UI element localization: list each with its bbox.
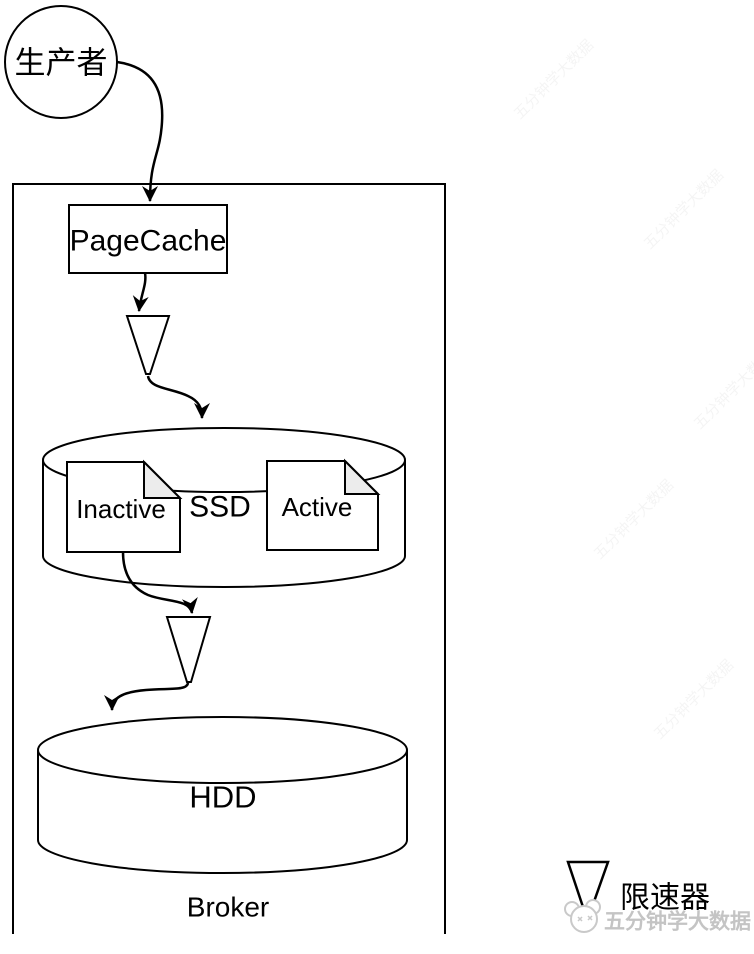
pagecache-to-limiter-arrow — [132, 272, 149, 312]
active-document: Active — [266, 458, 381, 551]
ssd-label: SSD — [189, 491, 251, 524]
brand-watermark: 五分钟学大数据 — [564, 899, 751, 934]
hdd-label: HDD — [189, 780, 256, 815]
rate-limiter-funnel-icon — [165, 616, 212, 683]
limiter-to-hdd-arrow — [104, 682, 190, 711]
inactive-document: Inactive — [66, 459, 183, 553]
rate-limiter-label: 限速器 — [620, 882, 710, 915]
inactive-label: Inactive — [76, 494, 166, 524]
inactive-to-limiter-arrow — [121, 551, 198, 614]
producer-label: 生产者 — [15, 46, 108, 81]
watermark-logo-icon — [564, 899, 601, 933]
hdd-cylinder-top — [37, 716, 408, 784]
background-watermark: 五分钟学大数据 — [691, 347, 754, 433]
limiter-to-ssd-arrow — [146, 375, 210, 419]
broker-label: Broker — [187, 892, 269, 923]
background-watermark: 五分钟学大数据 — [591, 477, 677, 563]
active-document-fold — [344, 458, 381, 495]
hdd-cylinder: HDD — [37, 716, 408, 874]
pagecache-box — [68, 204, 228, 274]
background-watermark: 五分钟学大数据 — [511, 37, 597, 123]
background-watermark: 五分钟学大数据 — [641, 167, 727, 253]
rate-limiter-funnel-icon — [125, 315, 171, 375]
pagecache-label: PageCache — [70, 225, 227, 258]
inactive-document-fold — [143, 459, 183, 499]
watermark-logo-face — [577, 915, 593, 922]
hdd-cylinder-body — [37, 750, 408, 874]
background-watermark: 五分钟学大数据 — [651, 657, 737, 743]
active-label: Active — [282, 492, 353, 522]
watermark-text: 五分钟学大数据 — [604, 910, 751, 934]
producer-to-pagecache-arrow — [116, 60, 164, 202]
